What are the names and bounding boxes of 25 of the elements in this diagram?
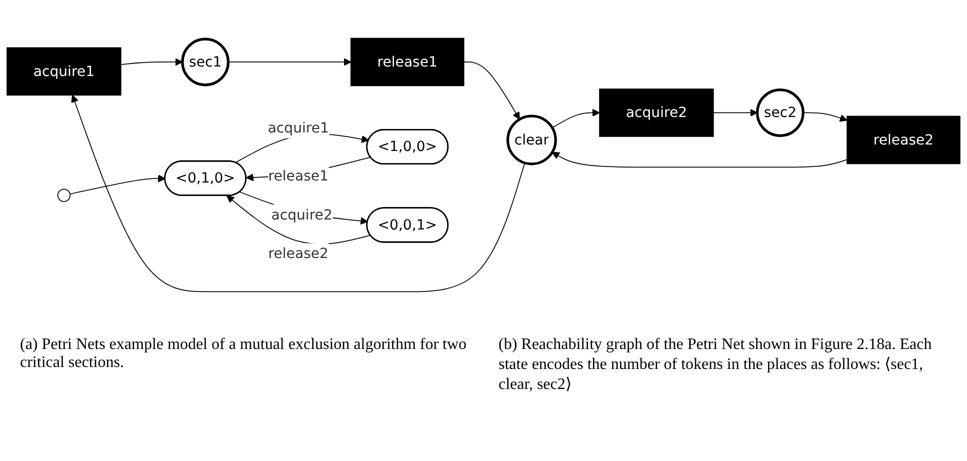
arrow: [712, 108, 758, 117]
node-box: [350, 38, 464, 86]
node-circle: [181, 38, 230, 86]
arrow: [228, 58, 352, 66]
node-circle: [57, 188, 71, 202]
diagram-drawing: acquire1 release1 acquire2 release2 acquire1 acquire2 sec1 clear sec2 release1 release2 <0,1,0> <1,0,0> <0,0,1>: [0, 0, 967, 330]
node-box: [846, 116, 960, 164]
arrow: [552, 108, 600, 128]
arrow: [70, 174, 166, 194]
figure-caption: (a) Petri Nets example model of a mutual exclusion algorithm for two critical sections.: [20, 336, 468, 373]
arrow: [226, 195, 371, 244]
arrow: [552, 152, 848, 168]
node-circle: [506, 114, 557, 166]
arrow: [463, 62, 520, 120]
node-box: [599, 88, 714, 137]
node-circle: [756, 88, 804, 137]
node-box: [6, 47, 122, 96]
arrow: [71, 94, 526, 292]
figure-caption: (b) Reachability graph of the Petri Net shown in Figure 2.18a. Each state encodes the number of tokens in the places as follows: ⟨sec1, clear, sec2⟩: [498, 336, 933, 394]
edge-label: release1: [268, 167, 328, 184]
edge-label: release2: [268, 244, 328, 262]
edge-label: acquire2: [271, 206, 332, 223]
edge-label: acquire1: [268, 119, 329, 136]
arrow: [120, 58, 183, 66]
arrow: [802, 112, 848, 122]
